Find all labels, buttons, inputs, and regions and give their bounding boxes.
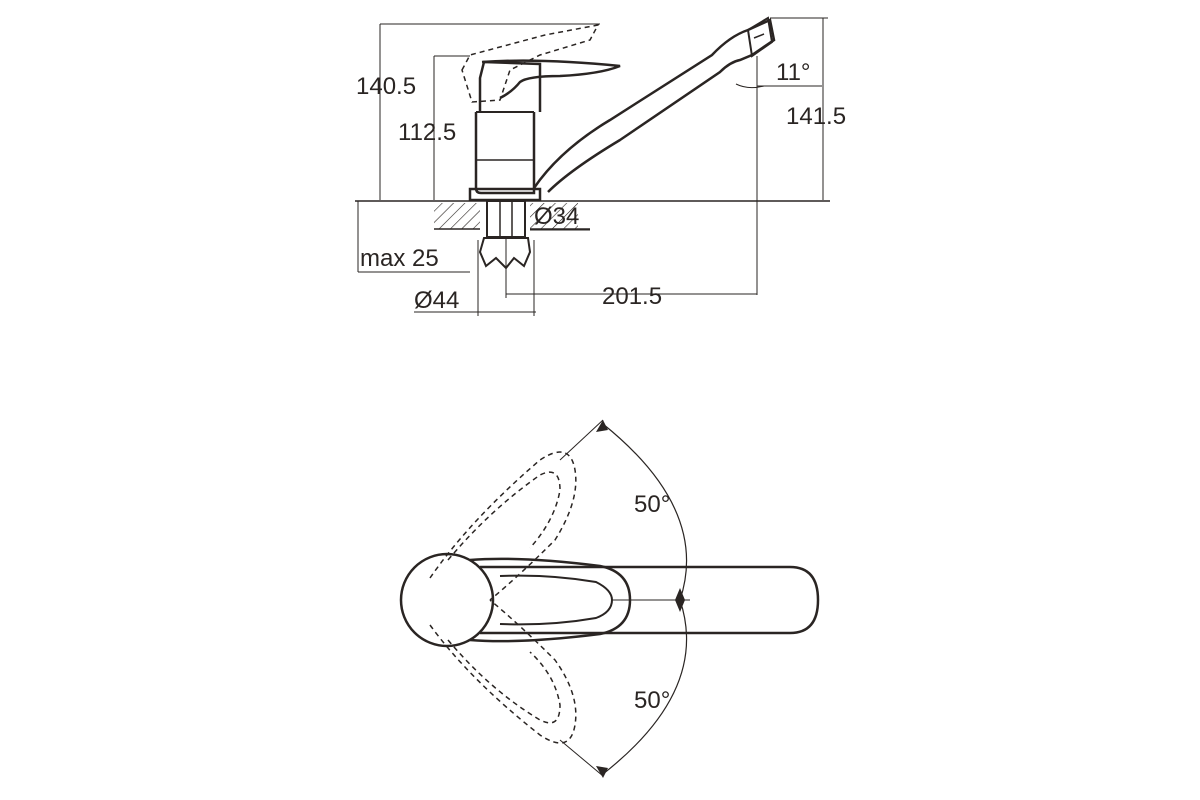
faucet-body: [474, 112, 536, 195]
dim-11-deg-arc: [735, 83, 765, 89]
handle-rotated-up-inner: [447, 471, 561, 561]
handle-raised-outline: [461, 23, 600, 103]
lever-handle: [481, 59, 621, 100]
aerator: [746, 16, 774, 58]
handle-cap: [478, 60, 542, 112]
side-view: 140.5 112.5 141.5 11° Ø34 max 25 Ø44 201…: [355, 16, 846, 316]
arrow-center-up: [675, 588, 685, 600]
arrow-center-down: [675, 600, 685, 612]
dim-spout-height-label: 141.5: [786, 103, 846, 130]
dim-base-diameter-label: Ø44: [414, 287, 459, 314]
dim-spout-angle-label: 11°: [776, 59, 811, 86]
counter-hatch-left: [434, 203, 480, 229]
arrow-up-tip: [596, 420, 608, 432]
mounting-stud: [486, 200, 526, 238]
spout: [532, 18, 776, 193]
arc-leader-down: [559, 739, 604, 777]
top-view: 50° 50°: [399, 419, 820, 778]
handle-top-inner: [499, 574, 614, 626]
aerator-detail: [753, 33, 765, 39]
spout-top-view: [480, 565, 820, 635]
dim-total-height-label: 140.5: [356, 73, 416, 100]
rotation-arc: [602, 423, 688, 775]
counter-hatch-right: [530, 203, 578, 229]
body-cap-circle: [399, 552, 495, 648]
faucet-base: [468, 187, 542, 202]
dim-max-thickness-label: max 25: [360, 245, 439, 272]
dim-body-height-label: 112.5: [398, 119, 456, 146]
dim-spout-reach-label: 201.5: [602, 283, 662, 310]
dim-hole-diameter-label: Ø34: [534, 203, 579, 230]
mounting-nut: [478, 237, 532, 270]
arc-leader-up: [559, 419, 604, 461]
handle-rotated-up-outline: [429, 451, 577, 601]
arrow-down-tip: [596, 766, 608, 778]
angle-down-label: 50°: [634, 687, 670, 714]
handle-rotated-down-inner: [447, 639, 561, 724]
angle-up-label: 50°: [634, 491, 670, 518]
